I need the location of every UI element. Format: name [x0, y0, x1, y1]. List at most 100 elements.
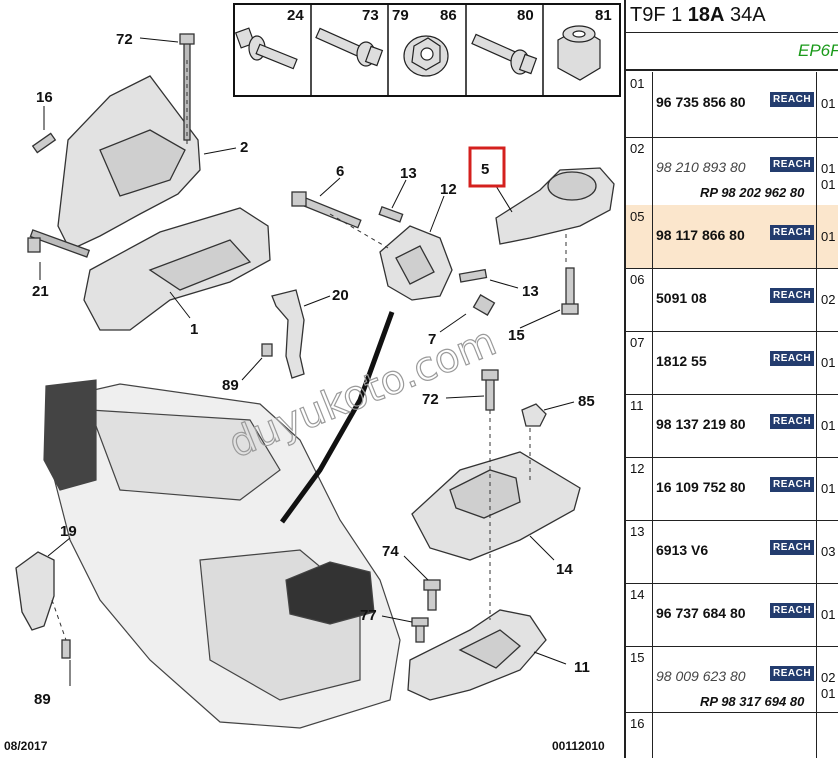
row-qty: 01 — [821, 418, 836, 433]
legend-81: 81 — [595, 7, 612, 24]
callout-2: 2 — [240, 139, 248, 156]
part-number[interactable]: 98 117 866 80 — [656, 227, 745, 243]
callout-89-bottom: 89 — [34, 691, 51, 708]
reach-badge: REACH — [770, 477, 815, 492]
qty-cell: 01 — [816, 583, 837, 646]
row-index: 02 — [630, 141, 645, 156]
reach-badge: REACH — [770, 414, 815, 429]
leader-lines — [39, 37, 575, 686]
qty-cell: 01 — [816, 331, 837, 394]
callout-5: 5 — [481, 161, 489, 178]
bolt-80-icon — [471, 33, 538, 75]
replacement-part-number[interactable]: RP 98 317 694 80 — [700, 694, 805, 709]
callout-1: 1 — [190, 321, 198, 338]
callout-74: 74 — [382, 543, 399, 560]
panel-title: T9F 1 18A 34A — [630, 4, 766, 27]
reach-badge: REACH — [770, 351, 815, 366]
row-qty: 01 — [821, 355, 836, 370]
row-index: 11 — [630, 398, 644, 413]
row-index-cell: 13 — [626, 520, 653, 583]
qty-cell: 01 — [816, 394, 837, 457]
parts-row[interactable]: 05 98 117 866 80 REACH 01 — [626, 205, 838, 269]
callout-89-mid: 89 — [222, 377, 239, 394]
callout-7: 7 — [428, 331, 436, 348]
callout-16: 16 — [36, 89, 53, 106]
part-number[interactable]: 98 009 623 80 — [656, 668, 746, 684]
callout-12: 12 — [440, 181, 457, 198]
parts-row[interactable]: 11 98 137 219 80 REACH 01 — [626, 394, 838, 458]
part-number[interactable]: 96 737 684 80 — [656, 605, 746, 621]
qty-cell: 02 — [816, 268, 837, 331]
row-index: 14 — [630, 587, 645, 602]
part-number[interactable]: 5091 08 — [656, 290, 707, 306]
part-number[interactable]: 98 137 219 80 — [656, 416, 746, 432]
legend-86: 86 — [440, 7, 457, 24]
row-index-cell: 14 — [626, 583, 653, 646]
bolt-24-icon — [234, 27, 298, 70]
connector-line — [279, 311, 395, 524]
torque-link-parts — [261, 191, 496, 379]
reach-badge: REACH — [770, 92, 815, 107]
highlight-box — [468, 146, 506, 188]
legend-79: 79 — [392, 7, 409, 24]
row-index: 06 — [630, 272, 645, 287]
row-index-cell: 15 — [626, 646, 653, 712]
parts-row[interactable]: 12 16 109 752 80 REACH 01 — [626, 457, 838, 521]
parts-row[interactable]: 16 — [626, 712, 838, 758]
callout-19: 19 — [60, 523, 77, 540]
qty-cell: 01 — [816, 72, 837, 137]
row-index: 07 — [630, 335, 645, 350]
diagram-canvas: 24 73 79 86 80 81 — [4, 3, 621, 753]
callout-85: 85 — [578, 393, 595, 410]
row-qty-2: 01 — [821, 177, 836, 192]
callout-77: 77 — [360, 607, 377, 624]
callout-13-right: 13 — [522, 283, 539, 300]
row-index: 12 — [630, 461, 645, 476]
row-index-cell: 02 — [626, 137, 653, 205]
callout-11: 11 — [574, 659, 590, 676]
callout-20: 20 — [332, 287, 349, 304]
part-number[interactable]: 96 735 856 80 — [656, 94, 746, 110]
part-number[interactable]: 1812 55 — [656, 353, 707, 369]
row-index: 05 — [630, 209, 645, 224]
parts-row[interactable]: 14 96 737 684 80 REACH 01 — [626, 583, 838, 647]
callout-72-top: 72 — [116, 31, 133, 48]
callout-15: 15 — [508, 327, 525, 344]
parts-row[interactable]: 07 1812 55 REACH 01 — [626, 331, 838, 395]
callout-14: 14 — [556, 561, 573, 578]
replacement-part-number[interactable]: RP 98 202 962 80 — [700, 185, 805, 200]
part-number[interactable]: 6913 V6 — [656, 542, 709, 558]
lock-nut-icon — [557, 25, 601, 81]
engine-code-row: EP6F — [626, 32, 838, 71]
row-index: 15 — [630, 650, 645, 665]
callout-13-top: 13 — [400, 165, 417, 182]
reach-badge: REACH — [770, 225, 815, 240]
row-qty: 01 — [821, 161, 836, 176]
title-bold: 18A — [687, 4, 725, 26]
part-number[interactable]: 98 210 893 80 — [656, 159, 746, 175]
row-index-cell: 05 — [626, 205, 653, 268]
row-qty: 02 — [821, 670, 836, 685]
row-qty: 01 — [821, 481, 836, 496]
lower-mount-assembly — [407, 369, 581, 701]
legend-80: 80 — [517, 7, 534, 24]
reach-badge: REACH — [770, 603, 815, 618]
flange-nut-icon — [403, 35, 449, 77]
row-qty: 01 — [821, 229, 836, 244]
part-number[interactable]: 16 109 752 80 — [656, 479, 746, 495]
diagram-date: 08/2017 — [4, 739, 48, 753]
row-qty: 02 — [821, 292, 836, 307]
row-qty: 01 — [821, 607, 836, 622]
title-suffix: 34A — [724, 4, 766, 26]
engine-block — [43, 379, 401, 729]
exploded-parts-diagram: 24 73 79 86 80 81 — [4, 3, 621, 753]
reach-badge: REACH — [770, 157, 815, 172]
